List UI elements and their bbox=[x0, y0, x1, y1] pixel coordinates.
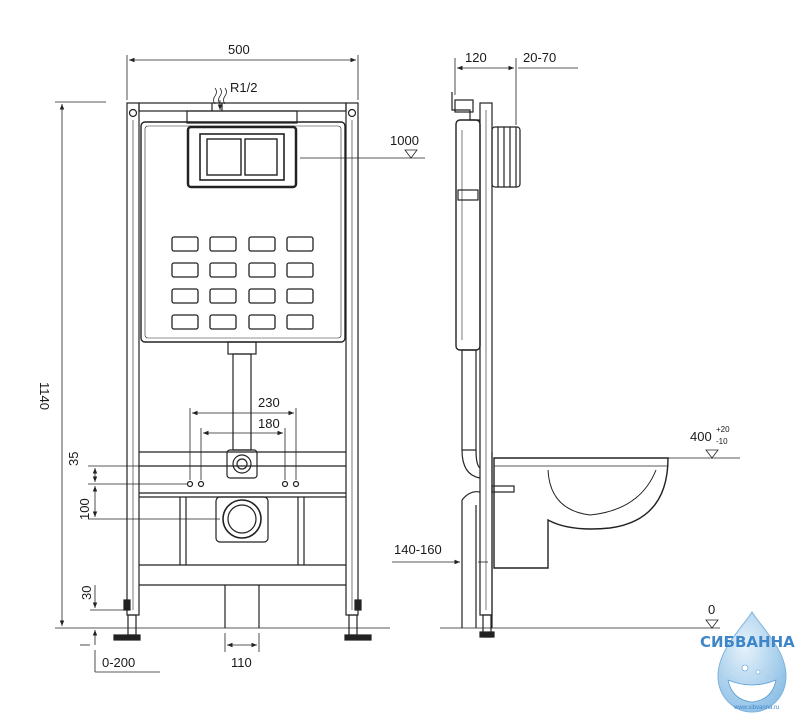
logo-brand-text: СИБВАННА bbox=[700, 633, 795, 651]
label-level-1000: 1000 bbox=[390, 133, 419, 148]
dim-drain-140-160: 140-160 bbox=[394, 542, 442, 557]
dim-bowl-tol-plus: +20 bbox=[716, 425, 730, 434]
sibvanna-logo: СИБВАННА www.sibvanna.ru bbox=[700, 611, 795, 713]
dim-height-1140: 1140 bbox=[37, 382, 52, 410]
dim-depth-120: 120 bbox=[465, 50, 487, 65]
dim-bolt-inner-180: 180 bbox=[258, 416, 280, 431]
dim-width-500: 500 bbox=[228, 42, 250, 57]
dim-spacing-100: 100 bbox=[77, 498, 92, 520]
dim-spacing-30: 30 bbox=[79, 586, 94, 600]
cistern-body bbox=[140, 121, 346, 343]
label-floor-0: 0 bbox=[708, 602, 715, 617]
toilet-bowl bbox=[493, 457, 669, 569]
dim-wall-20-70: 20-70 bbox=[523, 50, 556, 65]
dim-drain-110: 110 bbox=[231, 655, 252, 670]
side-view bbox=[440, 92, 720, 638]
label-water-inlet: R1/2 bbox=[230, 80, 257, 95]
dim-bowl-tol-minus: -10 bbox=[716, 437, 728, 446]
side-dimensions bbox=[392, 58, 740, 629]
front-dimensions bbox=[55, 55, 425, 673]
dim-bolt-outer-230: 230 bbox=[258, 395, 280, 410]
cistern-grid bbox=[171, 236, 314, 330]
flush-plate bbox=[186, 125, 298, 189]
front-view bbox=[55, 102, 390, 641]
dim-spacing-35: 35 bbox=[66, 452, 81, 466]
dim-bowl-height-400: 400 bbox=[690, 429, 712, 444]
dim-foot-0-200: 0-200 bbox=[102, 655, 135, 670]
logo-url-text: www.sibvanna.ru bbox=[733, 705, 779, 711]
